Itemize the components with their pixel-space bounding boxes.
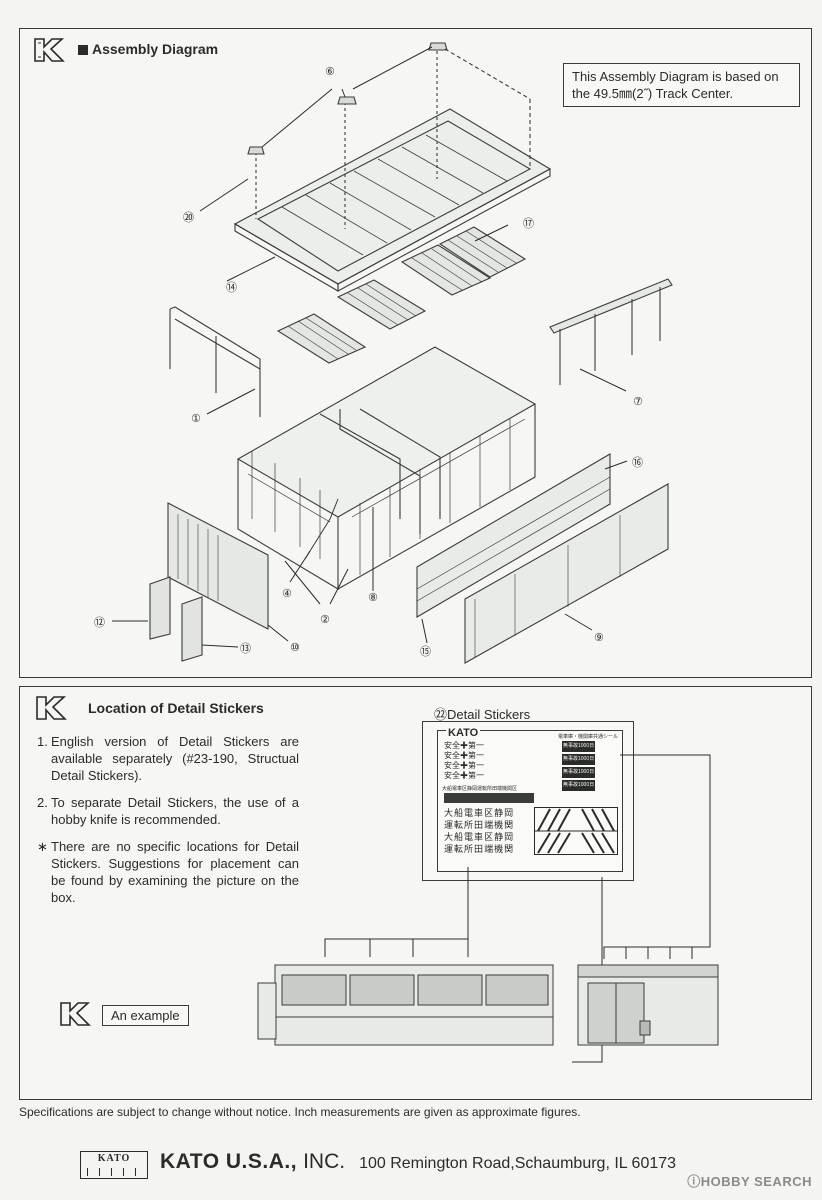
- callout-label: ⑩: [290, 641, 300, 654]
- sheet-right-row: 無事故1000日: [562, 780, 596, 791]
- callout-label: ⑨: [594, 631, 604, 644]
- sheet-kanji-grid: 大船電車区静岡 運転所田端機関 大船電車区静岡 運転所田端機関: [444, 807, 514, 855]
- callout-label: ⑥: [325, 65, 335, 78]
- callout-label: ⑯: [632, 456, 643, 469]
- sticker-sheet-label: ㉒Detail Stickers: [434, 707, 531, 722]
- callout-label: ⑧: [368, 591, 378, 604]
- sheet-safety-row: 安全✚第一: [444, 771, 484, 780]
- sheet-kato-logo: KATO: [446, 727, 481, 739]
- example-label: An example: [102, 1005, 189, 1026]
- sticker-sheet-inner: KATO 電車庫・機関庫共通シール 安全✚第一 安全✚第一 安全✚第一 安全✚第…: [437, 727, 623, 872]
- footer-disclaimer: Specifications are subject to change wit…: [19, 1105, 581, 1119]
- callout-label: ⑦: [633, 395, 643, 408]
- assembly-diagram-panel: Assembly Diagram This Assembly Diagram i…: [19, 28, 812, 678]
- note-marker: 2.: [37, 795, 48, 810]
- kato-n-logo-icon: [58, 999, 92, 1029]
- note-text: English version of Detail Stickers are a…: [51, 734, 299, 783]
- sheet-kanji-row: 運転所田端機関: [444, 820, 515, 830]
- note-text: To separate Detail Stickers, the use of …: [51, 795, 299, 827]
- assembly-exploded-drawing: ⑥ ⑳ ⑰ ⑭ ⑦ ① ⑯ ④ ② ⑧ ⑫ ⑬ ⑩ ⑮ ⑨: [94, 29, 811, 677]
- sheet-dark-strip: [444, 793, 534, 803]
- sticker-example-drawing: [20, 687, 811, 1099]
- sheet-header: 電車庫・機関庫共通シール: [558, 734, 619, 740]
- sheet-right-row: 無事故1000日: [562, 741, 596, 752]
- callout-labels: ⑥ ⑳ ⑰ ⑭ ⑦ ① ⑯ ④ ② ⑧ ⑫ ⑬ ⑩ ⑮ ⑨: [94, 65, 643, 658]
- sheet-safety-row: 安全✚第一: [444, 761, 484, 770]
- callout-label: ⑭: [226, 281, 237, 294]
- note-item: ∗ There are no specific locations for De…: [37, 838, 299, 906]
- square-bullet-icon: [78, 45, 88, 55]
- note-marker: 1.: [37, 734, 48, 749]
- note-text: There are no specific locations for Deta…: [51, 839, 299, 905]
- sheet-safety-row: 安全✚第一: [444, 751, 484, 760]
- company-suffix: INC.: [303, 1150, 346, 1173]
- sheet-right-row: 無事故1000日: [562, 767, 596, 778]
- callout-label: ④: [282, 587, 292, 600]
- stickers-title: Location of Detail Stickers: [88, 700, 264, 716]
- sticker-sheet: KATO 電車庫・機関庫共通シール 安全✚第一 安全✚第一 安全✚第一 安全✚第…: [422, 721, 634, 881]
- callout-label: ⑳: [183, 211, 194, 224]
- sheet-kanji-row: 大船電車区静岡: [444, 808, 515, 818]
- sheet-kanji-row: 大船電車区静岡: [444, 832, 515, 842]
- kato-badge-logo: KATO: [80, 1151, 148, 1179]
- track-center-note: This Assembly Diagram is based on the 49…: [563, 63, 800, 107]
- note-marker: ∗: [37, 839, 48, 854]
- company-name: KATO U.S.A.,: [160, 1150, 298, 1173]
- company-address: 100 Remington Road,Schaumburg, IL 60173: [359, 1155, 677, 1172]
- sheet-kanji-row: 運転所田端機関: [444, 844, 515, 854]
- kato-n-logo-icon: [34, 693, 68, 723]
- footer-brand: KATO KATO U.S.A., INC. 100 Remington Roa…: [80, 1150, 676, 1180]
- note-item: 1. English version of Detail Stickers ar…: [37, 733, 299, 784]
- hobby-search-watermark: ⓘHOBBY SEARCH: [687, 1174, 812, 1189]
- callout-label: ②: [320, 613, 330, 626]
- sheet-safety-row: 安全✚第一: [444, 741, 484, 750]
- note-item: 2. To separate Detail Stickers, the use …: [37, 794, 299, 828]
- sheet-band: 大船電車区静岡運転所田端機関区: [442, 786, 518, 792]
- callout-label: ⑫: [94, 616, 105, 629]
- callout-label: ⑬: [240, 642, 251, 655]
- sheet-hazard-stripes-icon: [534, 807, 618, 855]
- callout-label: ⑰: [523, 217, 534, 230]
- kato-n-logo-icon: [32, 35, 66, 65]
- assembly-title: Assembly Diagram: [78, 41, 218, 57]
- detail-stickers-panel: Location of Detail Stickers 1. English v…: [19, 686, 812, 1100]
- callout-label: ⑮: [420, 645, 431, 658]
- kato-badge-text: KATO: [97, 1153, 131, 1164]
- callout-label: ①: [191, 412, 201, 425]
- sticker-notes: 1. English version of Detail Stickers ar…: [37, 733, 299, 916]
- sheet-right-row: 無事故1000日: [562, 754, 596, 765]
- sheet-safety-rows: 安全✚第一 安全✚第一 安全✚第一 安全✚第一: [444, 741, 484, 781]
- sheet-right-rows: 無事故1000日 無事故1000日 無事故1000日 無事故1000日: [562, 741, 596, 791]
